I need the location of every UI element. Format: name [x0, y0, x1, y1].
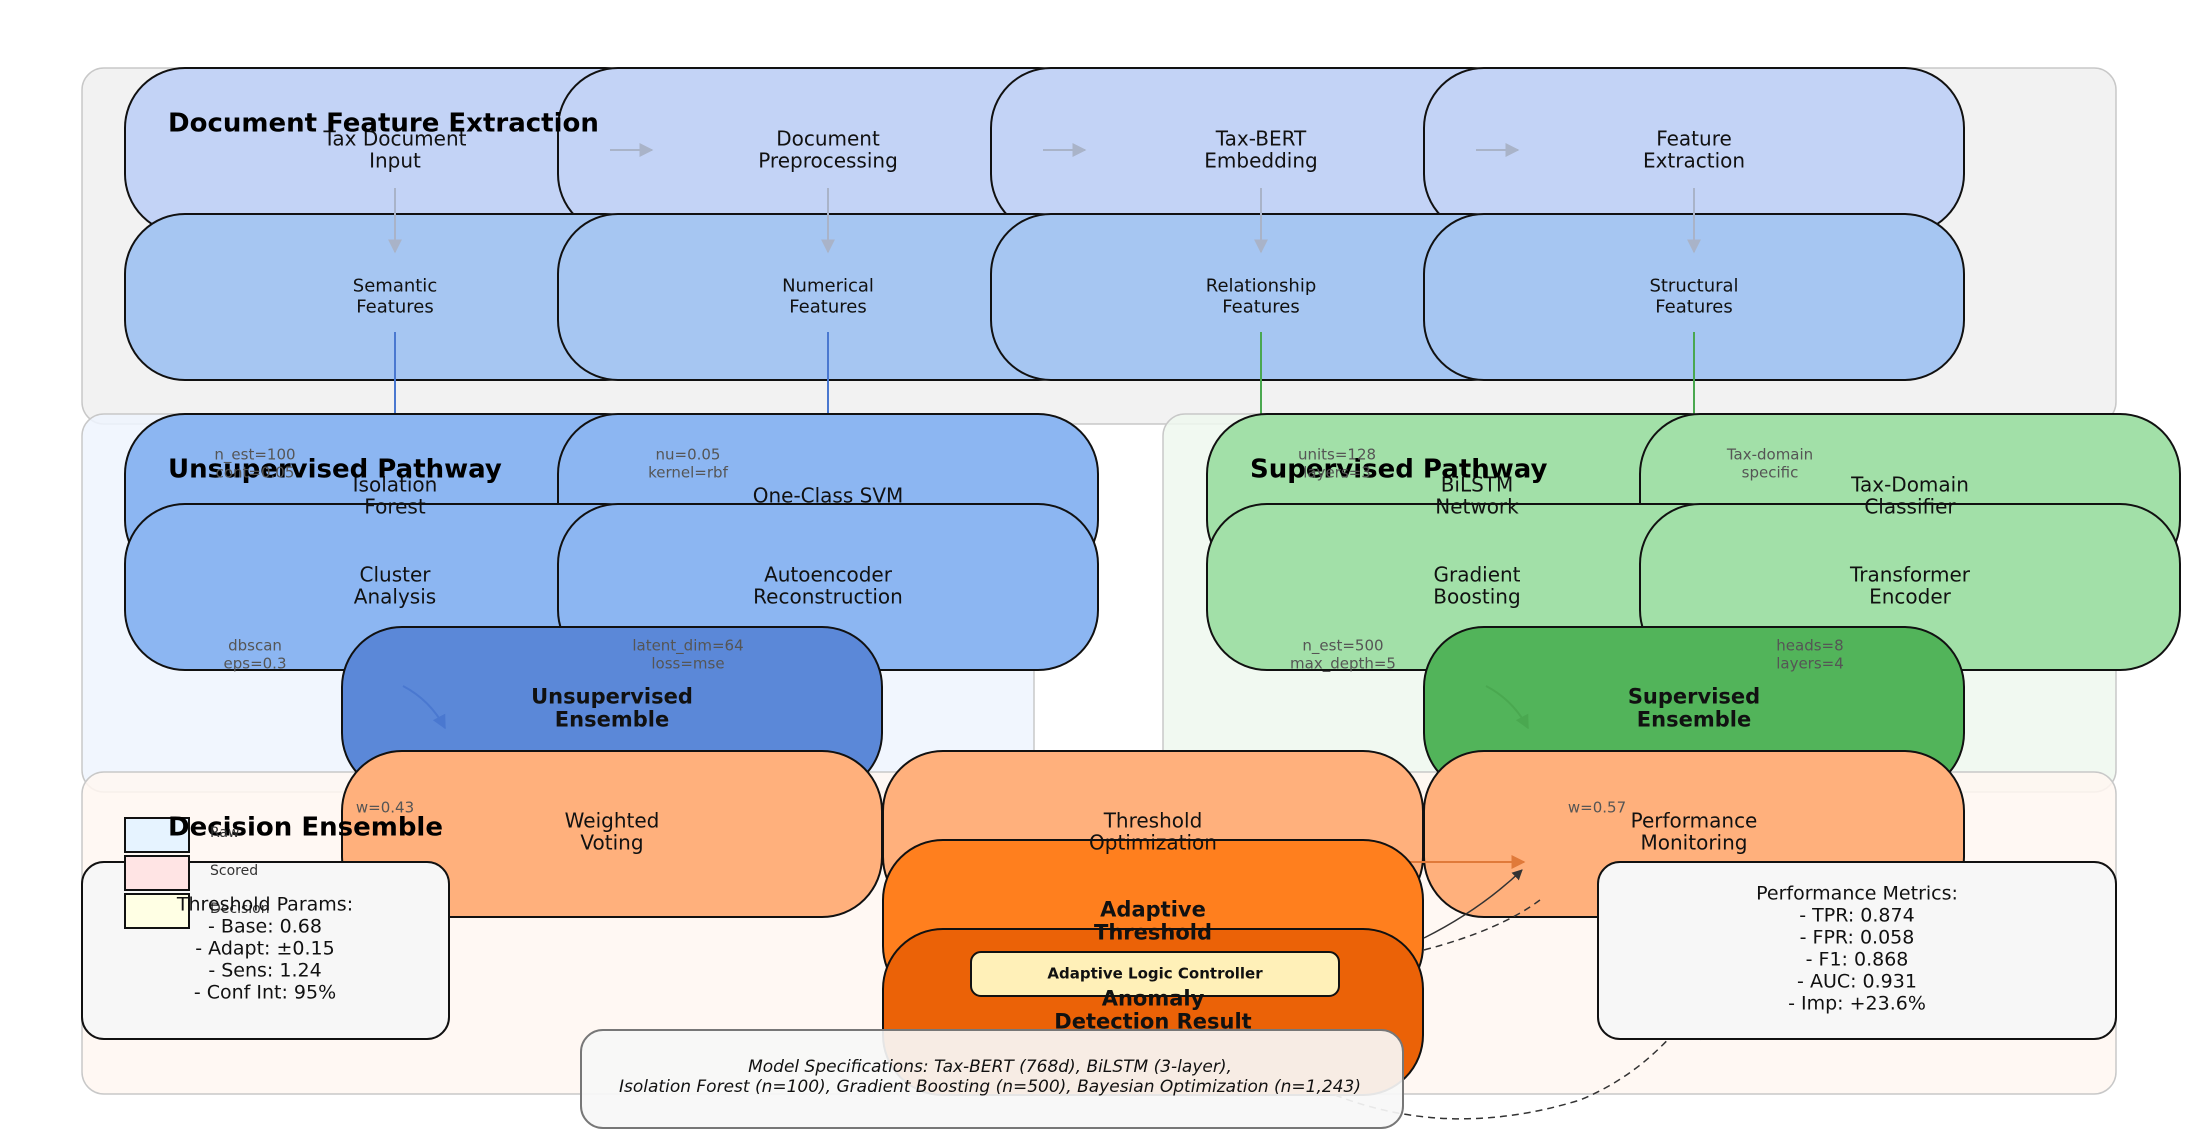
panel-title-decision: Decision Ensemble [168, 813, 443, 843]
legend-decision-swatch [124, 893, 190, 929]
performance-metrics-box [1597, 861, 2117, 1040]
model-specs-text: Model Specifications: Tax-BERT (768d), B… [619, 1057, 1361, 1097]
adaptive-logic-controller[interactable] [970, 951, 1340, 997]
param-w-unsup: w=0.43 [356, 799, 414, 817]
arrow-adaptive-monitor [1423, 869, 1523, 939]
arrow-gradient-sup-ensemble [1485, 685, 1529, 730]
legend-scored-label: Scored [210, 863, 258, 879]
panel-title-extraction: Document Feature Extraction [168, 109, 599, 139]
legend-decision-label: Decision [210, 901, 270, 917]
legend-raw-swatch [124, 817, 190, 853]
arrow-specs-metrics-dashed [1334, 914, 1743, 1120]
performance-metrics-text: Performance Metrics:- TPR: 0.874- FPR: 0… [1756, 883, 1958, 1015]
label-logic-controller: Adaptive Logic Controller [1047, 965, 1263, 983]
arrow-cluster-unsup-ensemble [402, 685, 446, 730]
model-specs-box [580, 1029, 1404, 1129]
param-w-sup: w=0.57 [1568, 799, 1626, 817]
label-one-class-svm: One-Class SVM [753, 484, 904, 508]
panel-title-unsupervised: Unsupervised Pathway [168, 455, 502, 485]
threshold-params-text: Threshold Params:- Base: 0.68- Adapt: ±0… [176, 894, 353, 1004]
arrow-anomaly-monitor-dashed [1423, 899, 1541, 951]
legend-raw-label: Raw [210, 825, 239, 841]
panel-title-supervised: Supervised Pathway [1250, 455, 1548, 485]
legend-scored-swatch [124, 855, 190, 891]
